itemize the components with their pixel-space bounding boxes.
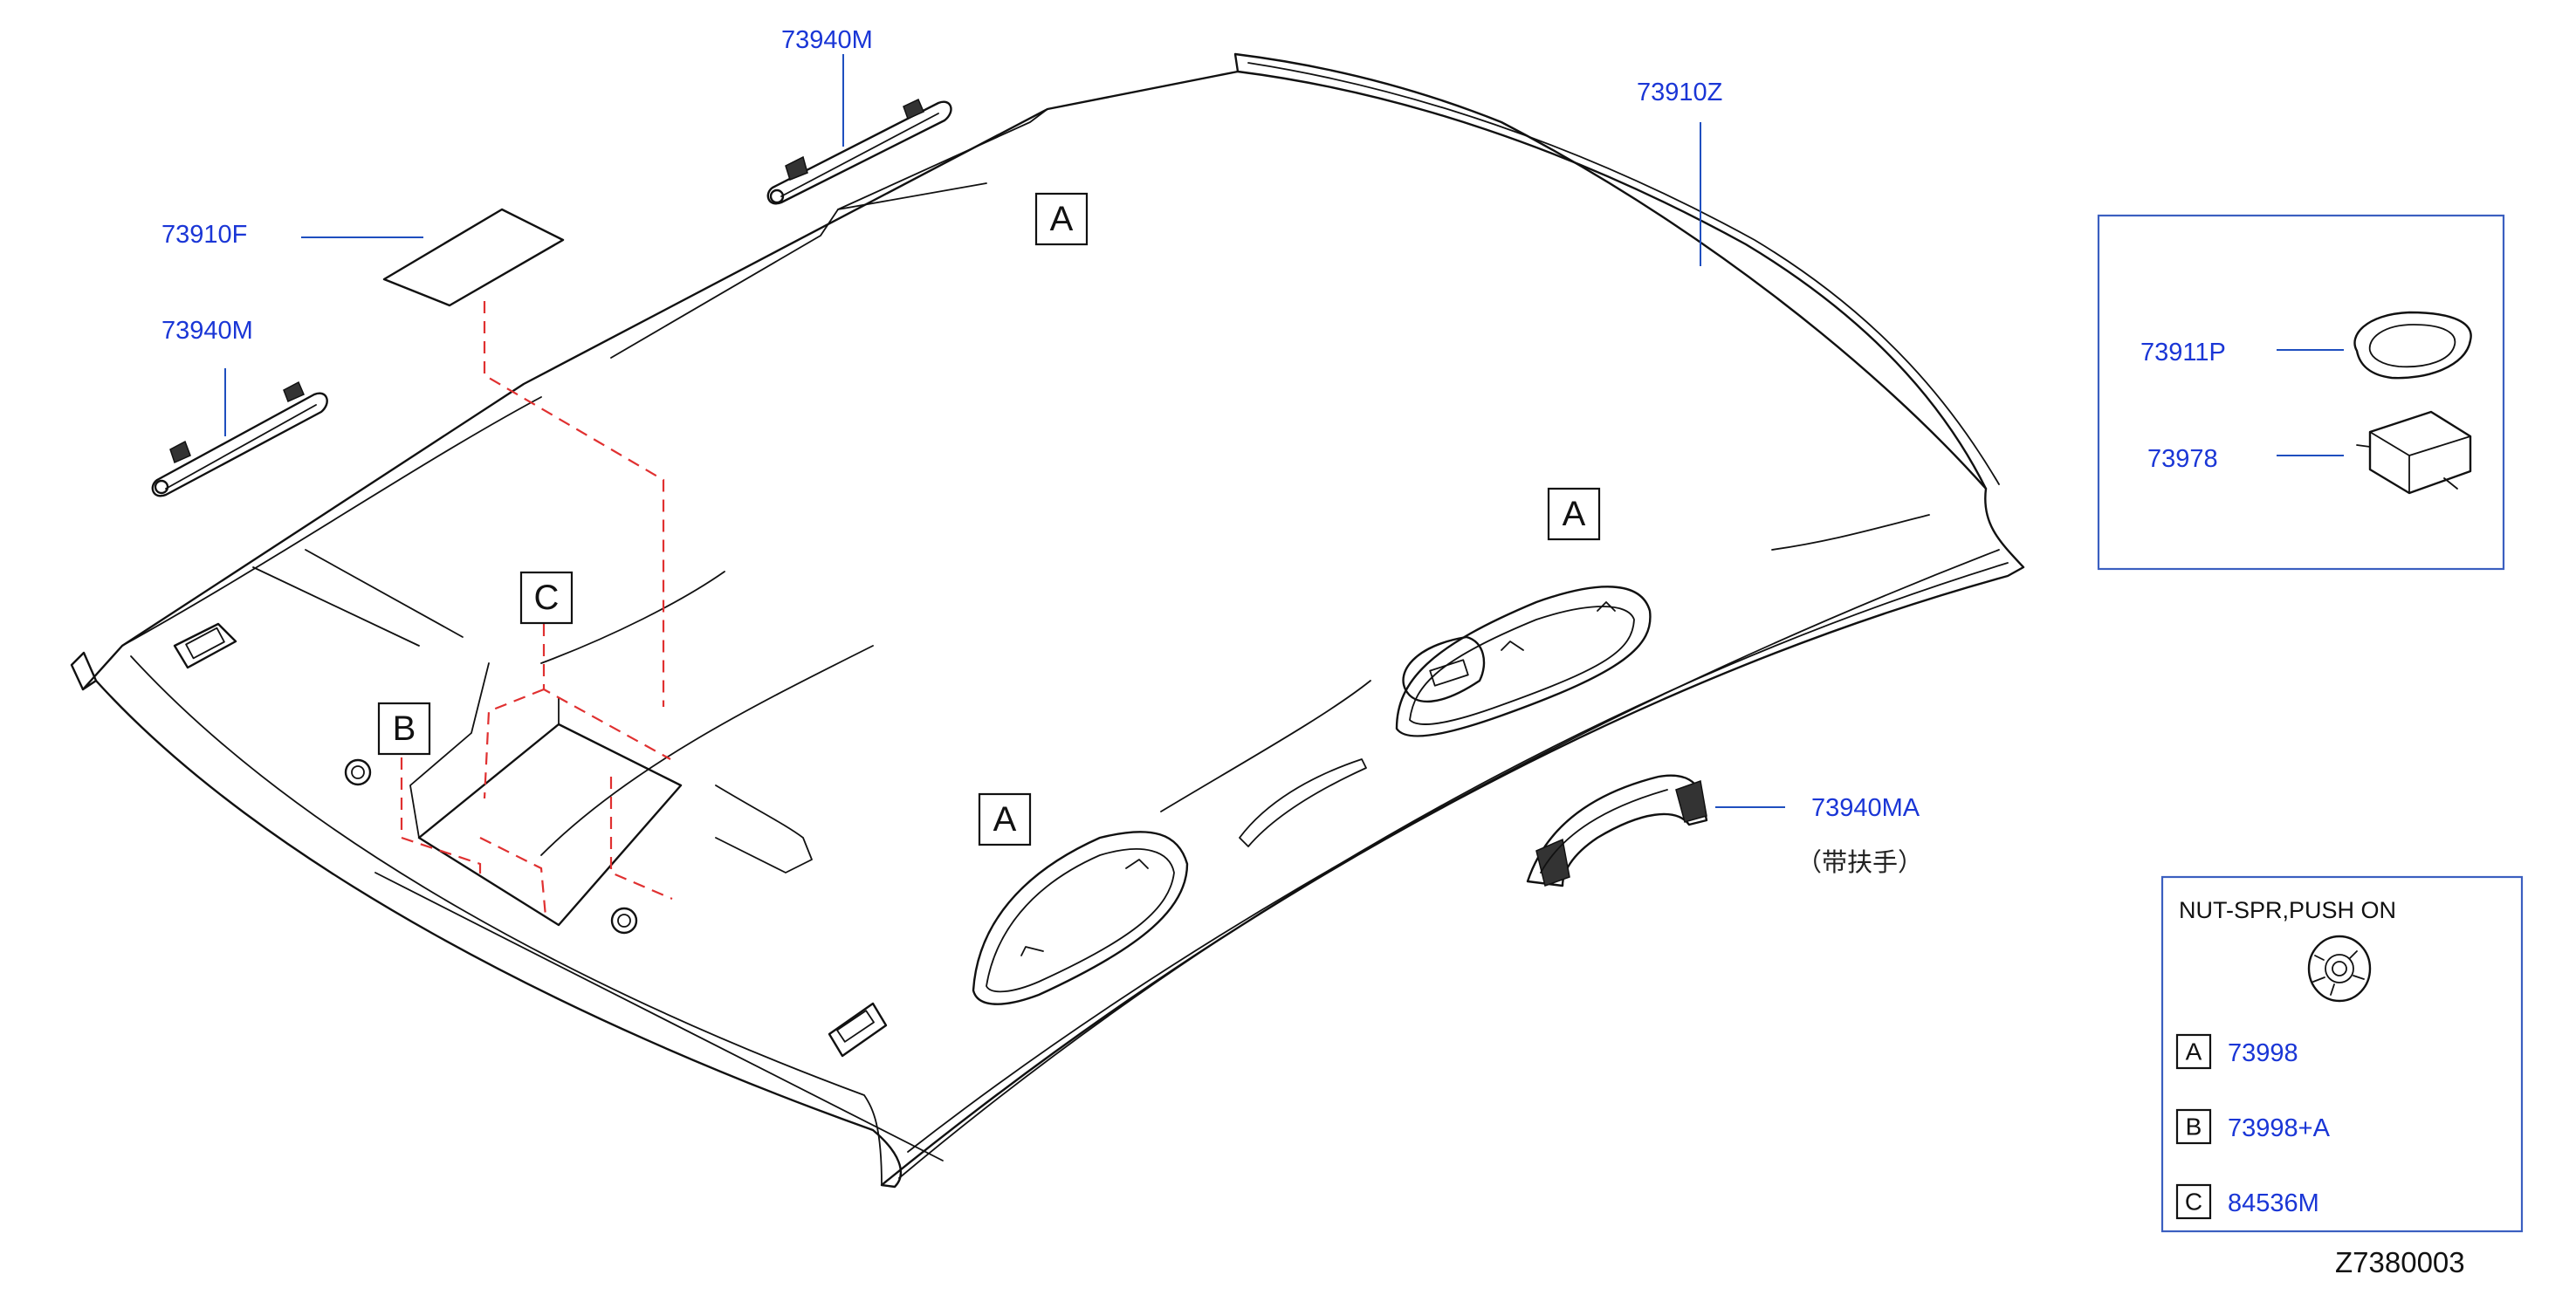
callout-letter: A (993, 800, 1017, 839)
legend-item-c: C 84536M (2175, 1183, 2319, 1220)
legend-letter: C (2185, 1189, 2202, 1216)
legend-item-a: A 73998 (2175, 1033, 2298, 1070)
callout-b: B (377, 702, 431, 756)
callout-letter: C (534, 579, 560, 617)
callout-a-right: A (1547, 487, 1601, 541)
assist-grip-with-handle (1526, 774, 1785, 887)
part-label-assist-grip-left: 73940M (161, 317, 253, 345)
installation-guide-lines (400, 301, 673, 917)
callout-a-center: A (978, 792, 1032, 846)
legend-letter: A (2186, 1038, 2202, 1065)
assist-grip-left (151, 368, 328, 497)
part-label-assist-grip-upper: 73940M (781, 26, 873, 54)
headlining-panel (70, 52, 2025, 1189)
callout-a-top: A (1034, 192, 1089, 246)
holder-icon (2356, 410, 2472, 495)
drawing-number: Z7380003 (2335, 1246, 2465, 1278)
assist-grip-upper (766, 54, 952, 205)
legend-title: NUT-SPR,PUSH ON (2179, 897, 2396, 923)
part-label-pad: 73910F (161, 221, 247, 249)
legend-code: 73998 (2228, 1039, 2298, 1067)
legend-code: 73998+A (2228, 1114, 2331, 1142)
callout-letter: A (1563, 495, 1586, 533)
legend-code: 84536M (2228, 1189, 2319, 1217)
part-label-holder: 73978 (2147, 445, 2218, 473)
clip-icon (2353, 311, 2472, 380)
callout-letter: B (393, 709, 416, 748)
callout-letter: A (1050, 200, 1074, 238)
legend-letter: B (2186, 1113, 2202, 1141)
callout-c: C (519, 571, 574, 625)
clip-parts-box: 73911P 73978 (2097, 214, 2505, 571)
legend-item-b: B 73998+A (2175, 1108, 2331, 1145)
part-label-headlining: 73910Z (1637, 79, 1722, 106)
part-label-clip: 73911P (2140, 339, 2226, 367)
part-label-assist-grip-handle: 73940MA (1811, 794, 1920, 822)
pad-73910f (301, 208, 565, 307)
push-nut-icon (2307, 935, 2372, 1003)
part-note-with-handle: （带扶手） (1796, 848, 1923, 877)
nut-legend-box: NUT-SPR,PUSH ON A 73998 B 73998+A C 8453… (2160, 875, 2524, 1233)
